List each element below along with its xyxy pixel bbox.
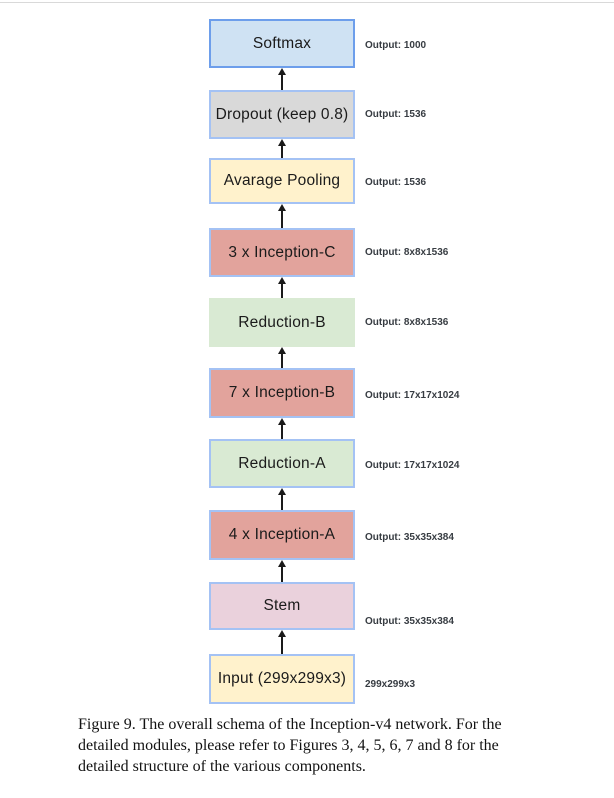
arrow-shaft — [281, 565, 283, 582]
caption-line: detailed modules, please refer to Figure… — [78, 737, 499, 754]
output-label-dropout: Output: 1536 — [365, 109, 427, 120]
node-reduction-a-label: Reduction-A — [238, 454, 326, 472]
arrow-shaft — [281, 423, 283, 439]
node-inception-c: 3 x Inception-C — [209, 228, 355, 277]
arrowhead-icon — [278, 630, 286, 637]
flow-arrow-up-icon — [276, 630, 288, 654]
figure-caption: Figure 9. The overall schema of the Ince… — [78, 714, 578, 777]
arrow-shaft — [281, 352, 283, 368]
page-top-rule — [0, 2, 614, 3]
node-inception-b-label: 7 x Inception-B — [228, 384, 336, 401]
node-softmax: Softmax — [209, 19, 355, 68]
output-label-stem: Output: 35x35x384 — [365, 616, 454, 627]
flow-arrow-up-icon — [276, 488, 288, 510]
node-input-label: Input (299x299x3) — [217, 670, 347, 687]
flow-arrow-up-icon — [276, 204, 288, 228]
caption-line: detailed structure of the various compon… — [78, 758, 366, 775]
output-label-reduction-b: Output: 8x8x1536 — [365, 317, 449, 328]
output-label-inception-b: Output: 17x17x1024 — [365, 390, 460, 401]
node-dropout-label: Dropout (keep 0.8) — [215, 105, 349, 123]
arrowhead-icon — [278, 488, 286, 495]
flow-arrow-up-icon — [276, 277, 288, 298]
output-label-inception-a: Output: 35x35x384 — [365, 532, 454, 543]
arrow-shaft — [281, 144, 283, 158]
node-reduction-a: Reduction-A — [209, 439, 355, 488]
node-average-pooling: Avarage Pooling — [209, 158, 355, 204]
node-reduction-b-label: Reduction-B — [238, 313, 326, 331]
flow-arrow-up-icon — [276, 347, 288, 368]
flow-arrow-up-icon — [276, 139, 288, 158]
output-label-softmax: Output: 1000 — [365, 40, 427, 51]
node-average-pooling-label: Avarage Pooling — [223, 172, 341, 189]
node-stem: Stem — [209, 582, 355, 630]
node-softmax-label: Softmax — [252, 34, 312, 52]
arrow-shaft — [281, 493, 283, 510]
flow-arrow-up-icon — [276, 418, 288, 439]
node-inception-c-label: 3 x Inception-C — [228, 243, 336, 261]
caption-line: Figure 9. The overall schema of the Ince… — [78, 716, 502, 733]
arrowhead-icon — [278, 418, 286, 425]
arrow-shaft — [281, 73, 283, 90]
output-label-reduction-a: Output: 17x17x1024 — [365, 460, 460, 471]
node-dropout: Dropout (keep 0.8) — [209, 90, 355, 139]
node-reduction-b: Reduction-B — [209, 298, 355, 347]
arrowhead-icon — [278, 277, 286, 284]
flow-arrow-up-icon — [276, 560, 288, 582]
arrowhead-icon — [278, 139, 286, 146]
node-stem-label: Stem — [263, 597, 301, 614]
arrowhead-icon — [278, 560, 286, 567]
output-label-input: 299x299x3 — [365, 679, 416, 690]
arrow-shaft — [281, 635, 283, 654]
flow-arrow-up-icon — [276, 68, 288, 90]
arrow-shaft — [281, 209, 283, 228]
node-input: Input (299x299x3) — [209, 654, 355, 704]
arrowhead-icon — [278, 68, 286, 75]
node-inception-a-label: 4 x Inception-A — [228, 526, 336, 543]
arrow-shaft — [281, 282, 283, 298]
output-label-inception-c: Output: 8x8x1536 — [365, 247, 449, 258]
node-inception-b: 7 x Inception-B — [209, 368, 355, 418]
node-inception-a: 4 x Inception-A — [209, 510, 355, 560]
arrowhead-icon — [278, 204, 286, 211]
arrowhead-icon — [278, 347, 286, 354]
output-label-average-pooling: Output: 1536 — [365, 177, 427, 188]
